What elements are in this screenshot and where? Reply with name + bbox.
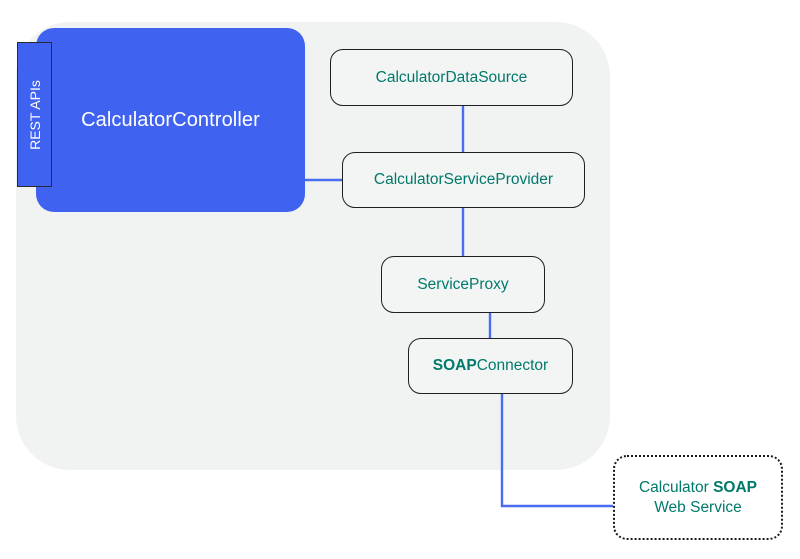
web-service-line1-bold: SOAP — [713, 478, 758, 496]
service-proxy-node[interactable]: ServiceProxy — [381, 256, 545, 313]
calculator-controller-label: CalculatorController — [81, 108, 260, 131]
rest-apis-tab[interactable]: REST APIs — [17, 42, 52, 187]
calculator-serviceprovider-label: CalculatorServiceProvider — [373, 171, 554, 188]
calculator-datasource-node[interactable]: CalculatorDataSource — [330, 49, 573, 106]
web-service-line1-pre: Calculator — [638, 478, 714, 496]
calculator-datasource-label: CalculatorDataSource — [375, 68, 528, 86]
soap-connector-label-bold: SOAP — [432, 357, 477, 374]
rest-apis-tab-label: REST APIs — [26, 79, 43, 150]
calculator-soap-web-service-label: Calculator SOAP Web Service — [639, 478, 757, 518]
calculator-serviceprovider-node[interactable]: CalculatorServiceProvider — [342, 152, 585, 208]
calculator-controller-node[interactable]: CalculatorController — [36, 28, 305, 212]
calculator-soap-web-service-node[interactable]: Calculator SOAP Web Service — [613, 455, 783, 540]
service-proxy-label: ServiceProxy — [417, 275, 509, 293]
soap-connector-label: SOAPConnector — [433, 356, 548, 376]
soap-connector-node[interactable]: SOAPConnector — [408, 338, 573, 394]
web-service-line2: Web Service — [654, 498, 742, 516]
soap-connector-label-rest: Connector — [476, 357, 549, 374]
